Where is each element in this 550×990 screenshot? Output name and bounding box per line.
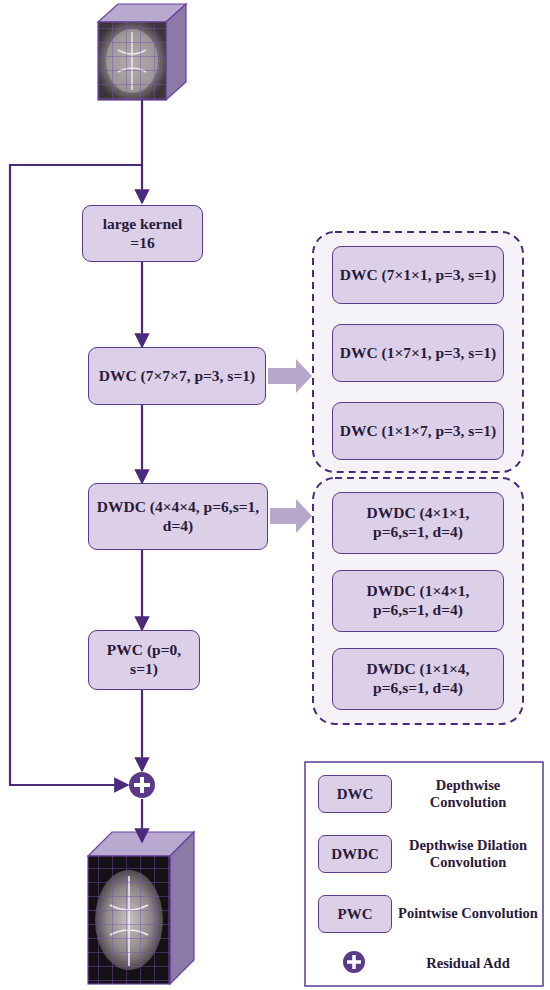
- flow-arrow: [141, 405, 143, 483]
- box-text-group: PWC (p=0, s=1): [95, 641, 193, 679]
- box-label: DWDC (1×4×1, p=6,s=1, d=4): [339, 582, 497, 620]
- brain-cube-output: [88, 832, 194, 984]
- flow-arrow: [141, 550, 143, 630]
- residual-add-symbol: [129, 772, 155, 798]
- expansion-group: [313, 232, 523, 472]
- box-text-group: DWDC (1×1×4, p=6,s=1, d=4): [339, 660, 497, 698]
- swatch-label: DWC: [337, 786, 374, 803]
- process-box: DWDC (4×4×4, p=6,s=1, d=4): [88, 483, 268, 550]
- legend-text: Depthwise Convolution: [398, 771, 538, 817]
- box-label: DWC (1×7×1, p=3, s=1): [340, 344, 496, 363]
- legend-frame: [305, 762, 543, 986]
- box-text-group: DWC (1×1×7, p=3, s=1): [340, 422, 496, 441]
- process-box: DWC (7×1×1, p=3, s=1): [332, 246, 504, 304]
- box-label: DWDC (4×1×1, p=6,s=1, d=4): [339, 504, 497, 542]
- box-label: DWDC (4×4×4, p=6,s=1, d=4): [95, 498, 261, 536]
- box-text-group: DWDC (4×4×4, p=6,s=1, d=4): [95, 498, 261, 536]
- box-text-group: DWC (7×1×1, p=3, s=1): [340, 266, 496, 285]
- legend-swatch: PWC: [318, 895, 392, 933]
- box-text-group: large kernel =16: [89, 215, 196, 253]
- box-label: large kernel =16: [89, 215, 196, 253]
- legend-plus-symbol: [343, 951, 365, 973]
- process-box: DWC (1×7×1, p=3, s=1): [332, 324, 504, 382]
- process-box: PWC (p=0, s=1): [88, 630, 200, 690]
- process-box: DWDC (4×1×1, p=6,s=1, d=4): [332, 492, 504, 554]
- swatch-label: PWC: [338, 906, 373, 923]
- expand-arrow: [270, 499, 312, 533]
- box-label: DWC (7×7×7, p=3, s=1): [99, 367, 255, 386]
- box-text-group: DWC (1×7×1, p=3, s=1): [340, 344, 496, 363]
- process-box: DWC (1×1×7, p=3, s=1): [332, 402, 504, 460]
- expand-arrow: [268, 359, 312, 393]
- legend-text: Depthwise Dilation Convolution: [398, 831, 538, 877]
- box-label: DWC (7×1×1, p=3, s=1): [340, 266, 496, 285]
- process-box: DWDC (1×1×4, p=6,s=1, d=4): [332, 648, 504, 710]
- box-label: PWC (p=0, s=1): [95, 641, 193, 679]
- swatch-label: DWDC: [331, 846, 379, 863]
- box-label: DWC (1×1×7, p=3, s=1): [340, 422, 496, 441]
- legend-text: Residual Add: [398, 941, 538, 987]
- expansion-group: [313, 478, 523, 724]
- legend-swatch: DWC: [318, 775, 392, 813]
- brain-cube-input: [98, 4, 186, 100]
- box-label: DWDC (1×1×4, p=6,s=1, d=4): [339, 660, 497, 698]
- box-text-group: DWDC (1×4×1, p=6,s=1, d=4): [339, 582, 497, 620]
- box-text-group: DWDC (4×1×1, p=6,s=1, d=4): [339, 504, 497, 542]
- legend-text: Pointwise Convolution: [398, 891, 538, 937]
- flow-arrow: [141, 262, 143, 347]
- process-box: DWC (7×7×7, p=3, s=1): [88, 347, 266, 405]
- box-text-group: DWC (7×7×7, p=3, s=1): [99, 367, 255, 386]
- process-box: DWDC (1×4×1, p=6,s=1, d=4): [332, 570, 504, 632]
- process-box: large kernel =16: [82, 205, 203, 262]
- legend-swatch: DWDC: [318, 835, 392, 873]
